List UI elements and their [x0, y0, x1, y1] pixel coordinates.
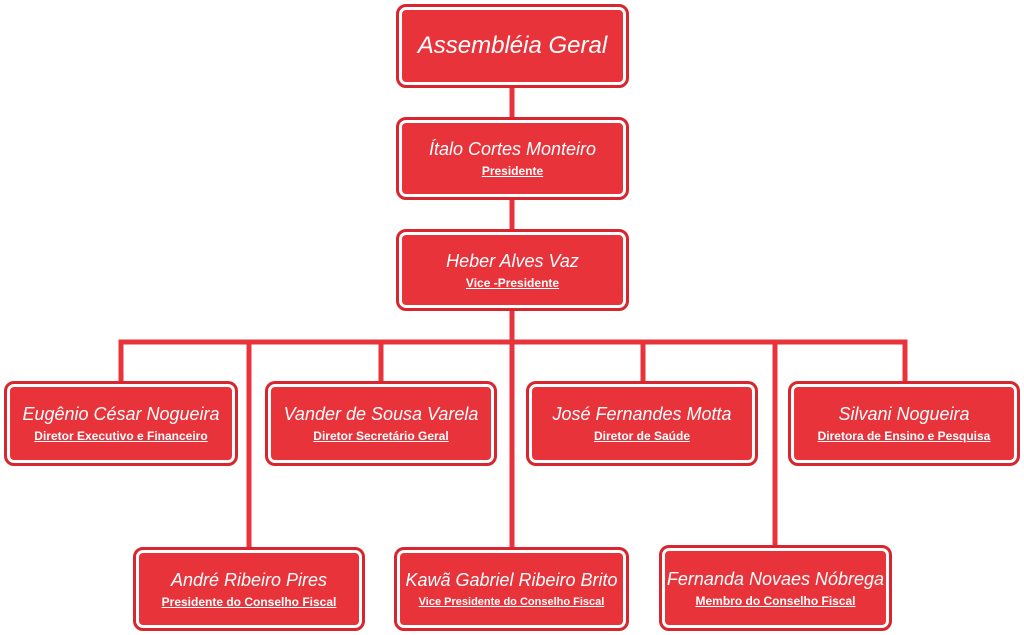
node-name: Fernanda Novaes Nóbrega — [666, 568, 885, 589]
node-name: Heber Alves Vaz — [446, 250, 579, 271]
node-vice-presidente-conselho-fiscal: Kawã Gabriel Ribeiro Brito Vice Presiden… — [394, 547, 629, 631]
node-name: Ítalo Cortes Monteiro — [428, 139, 597, 159]
node-name: José Fernandes Motta — [552, 404, 732, 424]
node-role: Diretor de Saúde — [593, 429, 691, 443]
node-role: Vice Presidente do Conselho Fiscal — [418, 595, 605, 608]
node-assembleia-geral: Assembléia Geral — [396, 4, 629, 88]
node-vice-presidente: Heber Alves Vaz Vice -Presidente — [396, 229, 629, 311]
node-membro-conselho-fiscal: Fernanda Novaes Nóbrega Membro do Consel… — [659, 545, 892, 631]
node-name: Vander de Sousa Varela — [283, 404, 479, 424]
node-role: Diretora de Ensino e Pesquisa — [817, 429, 991, 443]
node-diretor-executivo: Eugênio César Nogueira Diretor Executivo… — [4, 381, 238, 466]
node-diretor-saude: José Fernandes Motta Diretor de Saúde — [526, 381, 758, 466]
node-role: Membro do Conselho Fiscal — [695, 593, 856, 608]
node-diretora-ensino: Silvani Nogueira Diretora de Ensino e Pe… — [788, 381, 1020, 466]
node-diretor-secretario: Vander de Sousa Varela Diretor Secretári… — [265, 381, 497, 466]
node-name: Assembléia Geral — [417, 32, 608, 59]
node-name: Eugênio César Nogueira — [22, 404, 220, 424]
node-name: André Ribeiro Pires — [170, 569, 328, 590]
node-presidente: Ítalo Cortes Monteiro Presidente — [396, 117, 629, 200]
node-name: Kawã Gabriel Ribeiro Brito — [405, 569, 618, 590]
node-role: Presidente — [481, 164, 544, 178]
node-role: Vice -Presidente — [465, 275, 560, 290]
node-role: Presidente do Conselho Fiscal — [161, 594, 337, 609]
node-role: Diretor Executivo e Financeiro — [34, 429, 208, 443]
node-role: Diretor Secretário Geral — [313, 429, 449, 443]
node-name: Silvani Nogueira — [838, 404, 970, 424]
node-presidente-conselho-fiscal: André Ribeiro Pires Presidente do Consel… — [133, 547, 365, 631]
